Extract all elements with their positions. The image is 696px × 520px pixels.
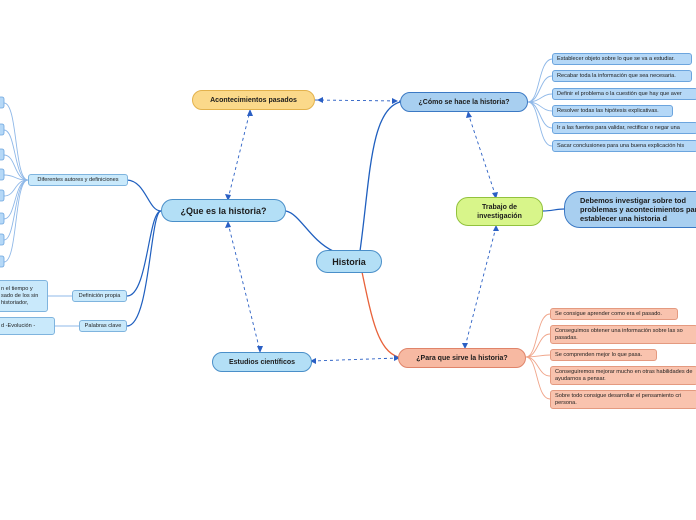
node-palabras-detail[interactable]: d -Evolución - (0, 317, 55, 335)
leaf-para-4[interactable]: Conseguiremos mejorar mucho en otras hab… (550, 366, 696, 385)
leaf-como-5[interactable]: Ir a las fuentes para validar, rectifica… (552, 122, 696, 134)
leaf-para-1[interactable]: Se consigue aprender como era el pasado. (550, 308, 678, 320)
leaf-para-5[interactable]: Sobre todo consigue desarrollar el pensa… (550, 390, 696, 409)
connector-diferentes-leaves (3, 102, 29, 263)
leaf-como-1[interactable]: Establecer objeto sobre lo que se va a e… (552, 53, 692, 65)
leaf-como-2[interactable]: Recabar toda la información que sea nece… (552, 70, 692, 82)
connector-left-subnodes (126, 179, 162, 327)
node-como-se-hace[interactable]: ¿Cómo se hace la historia? (400, 92, 528, 112)
connector-center-left (285, 210, 334, 252)
leaf-como-3[interactable]: Definir el problema o la cuestión que ha… (552, 88, 696, 100)
connector-center-para (361, 271, 399, 358)
node-para-que-sirve[interactable]: ¿Para que sirve la historia? (398, 348, 526, 368)
connector-trabajo-debemos (542, 208, 565, 212)
node-definicion-propia[interactable]: Definición propia (72, 290, 127, 302)
leaf-para-2[interactable]: Conseguimos obtener una información sobr… (550, 325, 696, 344)
node-acontecimientos-pasados[interactable]: Acontecimientos pasados (192, 90, 315, 110)
node-estudios-cientificos[interactable]: Estudios científicos (212, 352, 312, 372)
center-node-historia[interactable]: Historia (316, 250, 382, 273)
arrowheads (225, 97, 499, 364)
left-truncated-leaves (0, 96, 5, 268)
connector-para-leaves (525, 313, 551, 400)
node-diferentes-autores[interactable]: Diferentes autores y definiciones (28, 174, 128, 186)
node-que-es-la-historia[interactable]: ¿Que es la historia? (161, 199, 286, 222)
node-definicion-detail[interactable]: n el tiempo y sado de los sin historiado… (0, 280, 48, 312)
connector-center-como (359, 101, 401, 252)
node-trabajo-investigacion[interactable]: Trabajo de investigación (456, 197, 543, 226)
connector-como-leaves (527, 58, 553, 147)
leaf-como-4[interactable]: Resolver todas las hipótesis explicativa… (552, 105, 673, 117)
node-debemos-investigar[interactable]: Debemos investigar sobre tod problemas y… (564, 191, 696, 228)
relationship-arrows (227, 99, 497, 362)
node-palabras-clave[interactable]: Palabras clave (79, 320, 127, 332)
leaf-como-6[interactable]: Sacar conclusiones para una buena explic… (552, 140, 696, 152)
leaf-para-3[interactable]: Se comprenden mejor lo que pasa. (550, 349, 657, 361)
